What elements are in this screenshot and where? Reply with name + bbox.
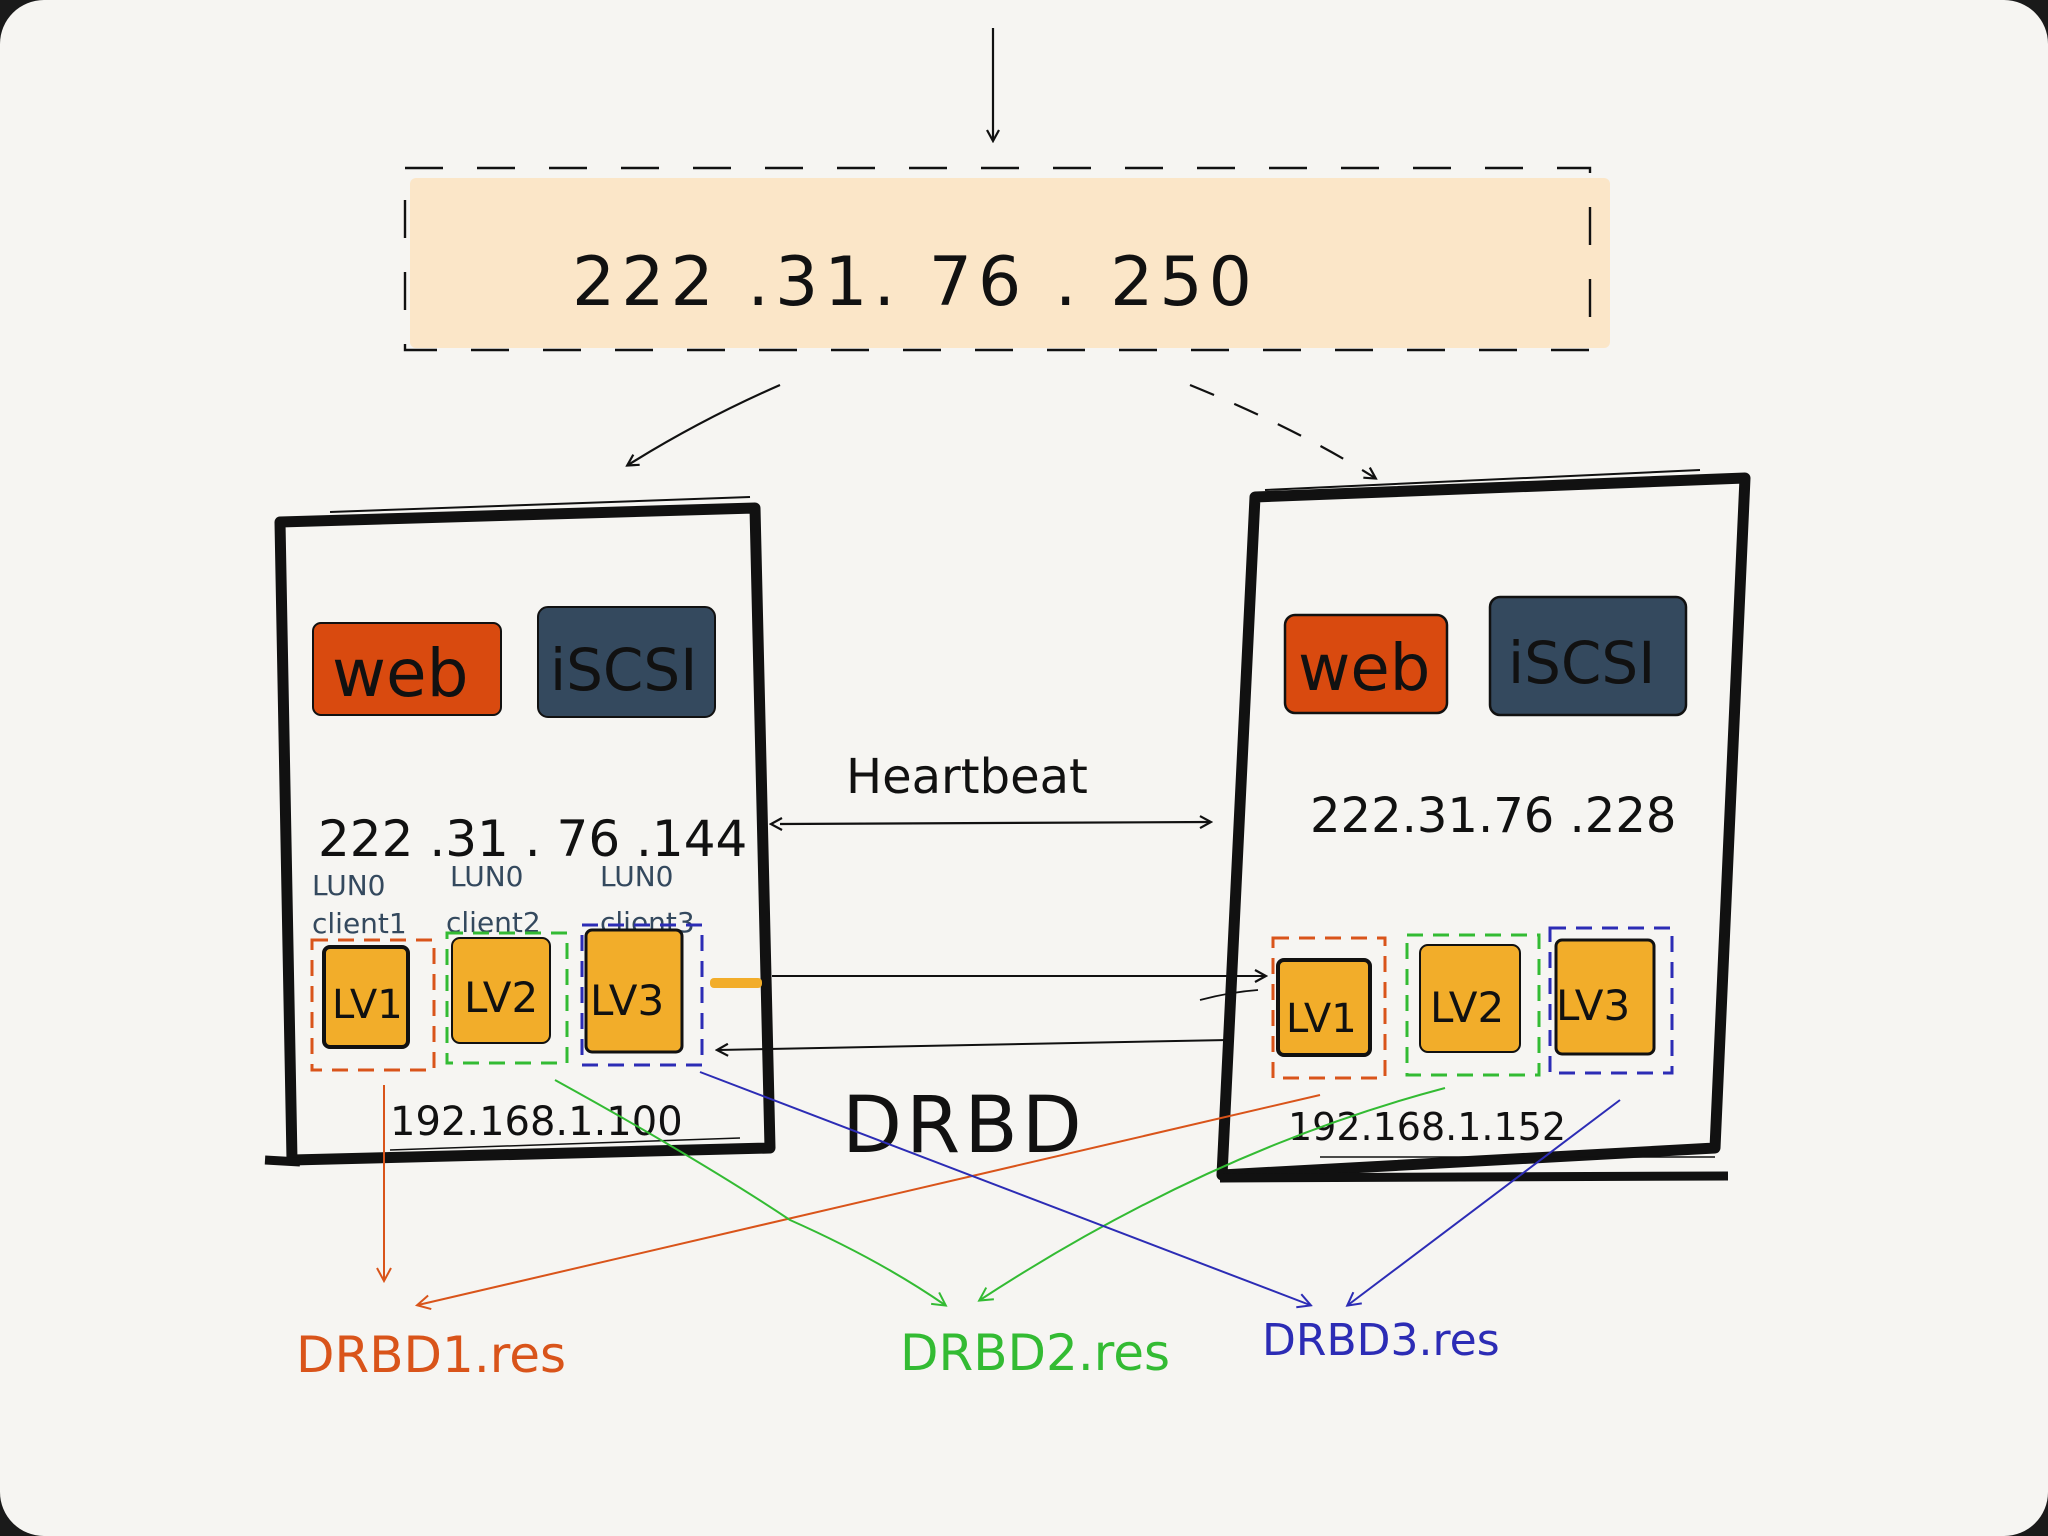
left-iscsi-badge xyxy=(537,606,716,718)
left-public-ip: 222 .31 . 76 .144 xyxy=(318,810,747,868)
right-iscsi-label: iSCSI xyxy=(1508,629,1655,697)
drbd3-right-link xyxy=(1348,1099,1621,1305)
heartbeat-arrow xyxy=(780,822,1210,824)
left-lun-labels: LUN0 client1 LUN0 client2 LUN0 client3 xyxy=(312,860,695,940)
right-private-ip: 192.168.1.152 xyxy=(1288,1105,1566,1149)
lun-label-3: LUN0 xyxy=(600,860,673,893)
drbd1-resource: DRBD1.res xyxy=(296,1326,566,1384)
drbd3-resource: DRBD3.res xyxy=(1262,1315,1500,1366)
heartbeat-label: Heartbeat xyxy=(846,749,1088,805)
right-lv1 xyxy=(1276,958,1372,1057)
right-lv2-label: LV2 xyxy=(1430,983,1504,1032)
drbd-label: DRBD xyxy=(842,1081,1086,1171)
left-web-label: web xyxy=(332,635,468,712)
drbd1-right-link xyxy=(418,1094,1321,1305)
drbd-sync-arrow-left xyxy=(718,1039,1229,1050)
vip-address: 222 .31. 76 . 250 xyxy=(572,243,1258,322)
drbd2-resource: DRBD2.res xyxy=(900,1324,1170,1382)
vip-to-left-arrow xyxy=(628,383,781,465)
left-lv1-label: LV1 xyxy=(332,982,403,1028)
left-lv1 xyxy=(322,945,410,1049)
left-iscsi-label: iSCSI xyxy=(550,636,697,704)
left-lv3 xyxy=(584,928,684,1054)
left-lv2-label: LV2 xyxy=(464,973,538,1022)
right-server: web iSCSI 222.31.76 .228 LV1 LV2 LV3 192… xyxy=(1216,469,1751,1183)
right-iscsi-badge xyxy=(1488,595,1688,717)
lun-label-2: LUN0 xyxy=(450,860,523,893)
drbd2-right-link xyxy=(980,1087,1446,1300)
right-public-ip: 222.31.76 .228 xyxy=(1310,788,1676,844)
right-lv3-label: LV3 xyxy=(1556,981,1630,1030)
lun-label-1: LUN0 xyxy=(312,869,385,902)
right-lv1-label: LV1 xyxy=(1286,996,1357,1042)
drbd3-left-link xyxy=(699,1071,1310,1305)
left-private-ip: 192.168.1.100 xyxy=(390,1099,683,1145)
drbd2-left-link xyxy=(554,1079,945,1305)
left-web-badge xyxy=(312,622,502,716)
left-server: web iSCSI 222 .31 . 76 .144 LUN0 client1… xyxy=(264,496,776,1167)
lun-label-1-client: client1 xyxy=(312,907,407,940)
left-lv3-label: LV3 xyxy=(590,976,664,1025)
right-web-badge xyxy=(1283,613,1449,715)
vip-box: 222 .31. 76 . 250 xyxy=(403,166,1610,352)
right-web-label: web xyxy=(1298,632,1430,706)
vip-to-right-arrow xyxy=(1189,383,1375,478)
right-lv2 xyxy=(1419,944,1521,1053)
left-lv2 xyxy=(451,937,551,1044)
right-lv3 xyxy=(1554,938,1656,1056)
